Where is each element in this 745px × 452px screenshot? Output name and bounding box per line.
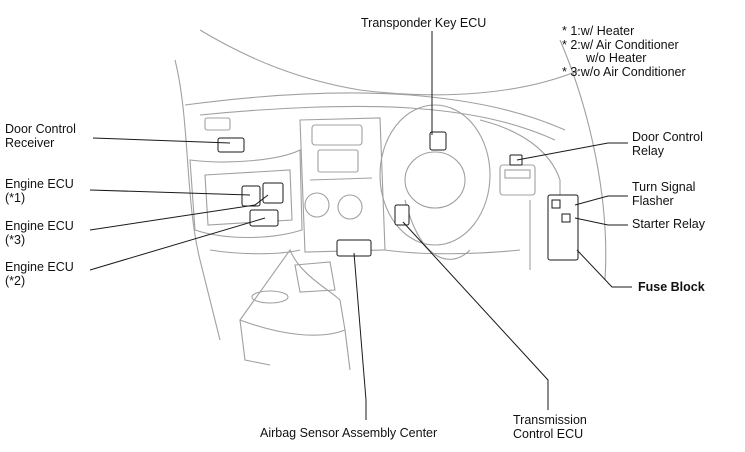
door-control-receiver-line1: Door Control (5, 122, 76, 136)
label-fuse-block: Fuse Block (638, 280, 705, 294)
leader-lines (89, 31, 632, 420)
label-transponder-key-ecu: Transponder Key ECU (361, 16, 486, 30)
legend-line-3: w/o Heater (586, 51, 647, 65)
airbag-sensor-text: Airbag Sensor Assembly Center (260, 426, 438, 440)
footnote-legend: * 1:w/ Heater * 2:w/ Air Conditioner w/o… (562, 24, 686, 79)
label-door-control-relay: Door Control Relay (632, 130, 703, 158)
component-boxes (217, 131, 579, 261)
transponder-key-ecu-text: Transponder Key ECU (361, 16, 487, 30)
turn-signal-flasher-line2: Flasher (632, 194, 674, 208)
door-control-receiver-line2: Receiver (5, 136, 55, 150)
transmission-ecu-box (394, 204, 410, 226)
label-starter-relay: Starter Relay (632, 217, 705, 231)
fuse-block-text: Fuse Block (638, 280, 705, 294)
dashboard-outline (174, 29, 607, 371)
label-transmission-control-ecu: Transmission Control ECU (513, 413, 587, 441)
engine-ecu-1-line1: Engine ECU (5, 177, 74, 191)
door-control-receiver-box (217, 137, 245, 153)
door-control-relay-box (509, 154, 523, 166)
engine-ecu-1-line2: (*1) (5, 191, 26, 205)
transmission-control-ecu-line1: Transmission (513, 413, 587, 427)
starter-relay-box (561, 213, 571, 223)
engine-ecu-3-box (262, 182, 284, 204)
label-turn-signal-flasher: Turn Signal Flasher (632, 180, 695, 208)
turn-signal-flasher-box (551, 199, 561, 209)
engine-ecu-3-line1: Engine ECU (5, 219, 74, 233)
engine-ecu-2-line2: (*2) (5, 274, 26, 288)
label-airbag-sensor: Airbag Sensor Assembly Center (260, 426, 437, 440)
label-door-control-receiver: Door Control Receiver (5, 122, 76, 150)
legend-line-4: * 3:w/o Air Conditioner (562, 64, 686, 79)
engine-ecu-3-line2: (*3) (5, 233, 26, 247)
fuse-block-box (547, 194, 579, 261)
transmission-control-ecu-line2: Control ECU (513, 427, 584, 441)
label-engine-ecu-2: Engine ECU (*2) (5, 260, 74, 288)
starter-relay-text: Starter Relay (632, 217, 705, 231)
door-control-relay-line1: Door Control (632, 130, 703, 144)
engine-ecu-2-line1: Engine ECU (5, 260, 74, 274)
label-engine-ecu-1: Engine ECU (*1) (5, 177, 74, 205)
legend-line-1: * 1:w/ Heater (562, 24, 635, 38)
label-engine-ecu-3: Engine ECU (*3) (5, 219, 74, 247)
legend-line-2: * 2:w/ Air Conditioner (562, 37, 679, 52)
door-control-relay-line2: Relay (632, 144, 664, 158)
turn-signal-flasher-line1: Turn Signal (632, 180, 696, 194)
transponder-key-ecu-box (429, 131, 447, 151)
